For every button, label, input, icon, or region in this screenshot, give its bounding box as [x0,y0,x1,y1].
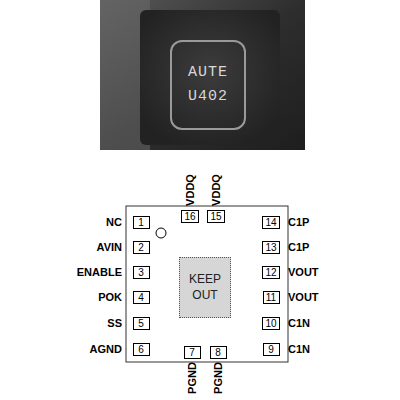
keep-out-pad: KEEP OUT [179,257,231,318]
chip-body [140,10,280,145]
pin-number-box: 16 [181,210,199,223]
pin-name: AGND [90,343,122,355]
pin-name: PGND [186,362,198,394]
pin-name: C1N [288,343,310,355]
pin-number-box: 15 [207,210,225,223]
pin-name: ENABLE [77,266,122,278]
pin-number: 10 [265,318,276,329]
package-outline [126,206,288,362]
pin-number-box: 2 [133,241,150,254]
pin-number: 14 [265,217,276,228]
pin-name: POK [98,291,122,303]
pin-name: C1P [288,216,309,228]
pin-number-box: 10 [262,317,280,330]
pin-number-box: 11 [263,291,280,304]
pin-number-box: 6 [133,343,150,356]
pin-number-box: 7 [184,346,201,359]
pin-name: NC [106,216,122,228]
pin-number: 16 [184,211,195,222]
chip-marking: AUTE U402 [170,40,246,130]
pin-number: 6 [138,344,144,355]
pin-name: PGND [212,362,224,394]
pin-name: VDDQ [184,174,196,206]
pin-name: VDDQ [210,174,222,206]
pin-name: C1N [288,317,310,329]
pin-number: 5 [138,318,144,329]
pin-number-box: 9 [263,343,280,356]
pin-number: 8 [215,347,221,358]
box-text: AUTE U402 [176,61,240,109]
pin-number: 1 [138,217,144,228]
pin-name: AVIN [97,241,122,253]
pin-number-box: 4 [133,291,150,304]
pin-number: 15 [210,211,221,222]
pin-number-box: 5 [133,317,150,330]
pin-number-box: 3 [133,266,150,279]
pin1-indicator [156,228,166,238]
pin-number-box: 1 [133,216,150,229]
pin-name: VOUT [288,266,319,278]
pin-number-box: 13 [262,241,280,254]
pin-name: SS [107,317,122,329]
pin-number: 12 [265,267,276,278]
pin-name: VOUT [288,291,319,303]
pin-name: C1P [288,241,309,253]
chip-photo [100,0,305,150]
pin-number-box: 8 [210,346,227,359]
pin-number: 11 [266,292,276,303]
pin-number: 13 [265,242,276,253]
pin-number-box: 14 [262,216,280,229]
pin-number: 2 [138,242,144,253]
pin-number: 7 [189,347,195,358]
pin-number: 9 [268,344,274,355]
pin-number: 3 [138,267,144,278]
box-text: KEEP OUT [184,272,226,303]
pin-number-box: 12 [262,266,280,279]
pin-number: 4 [138,292,144,303]
